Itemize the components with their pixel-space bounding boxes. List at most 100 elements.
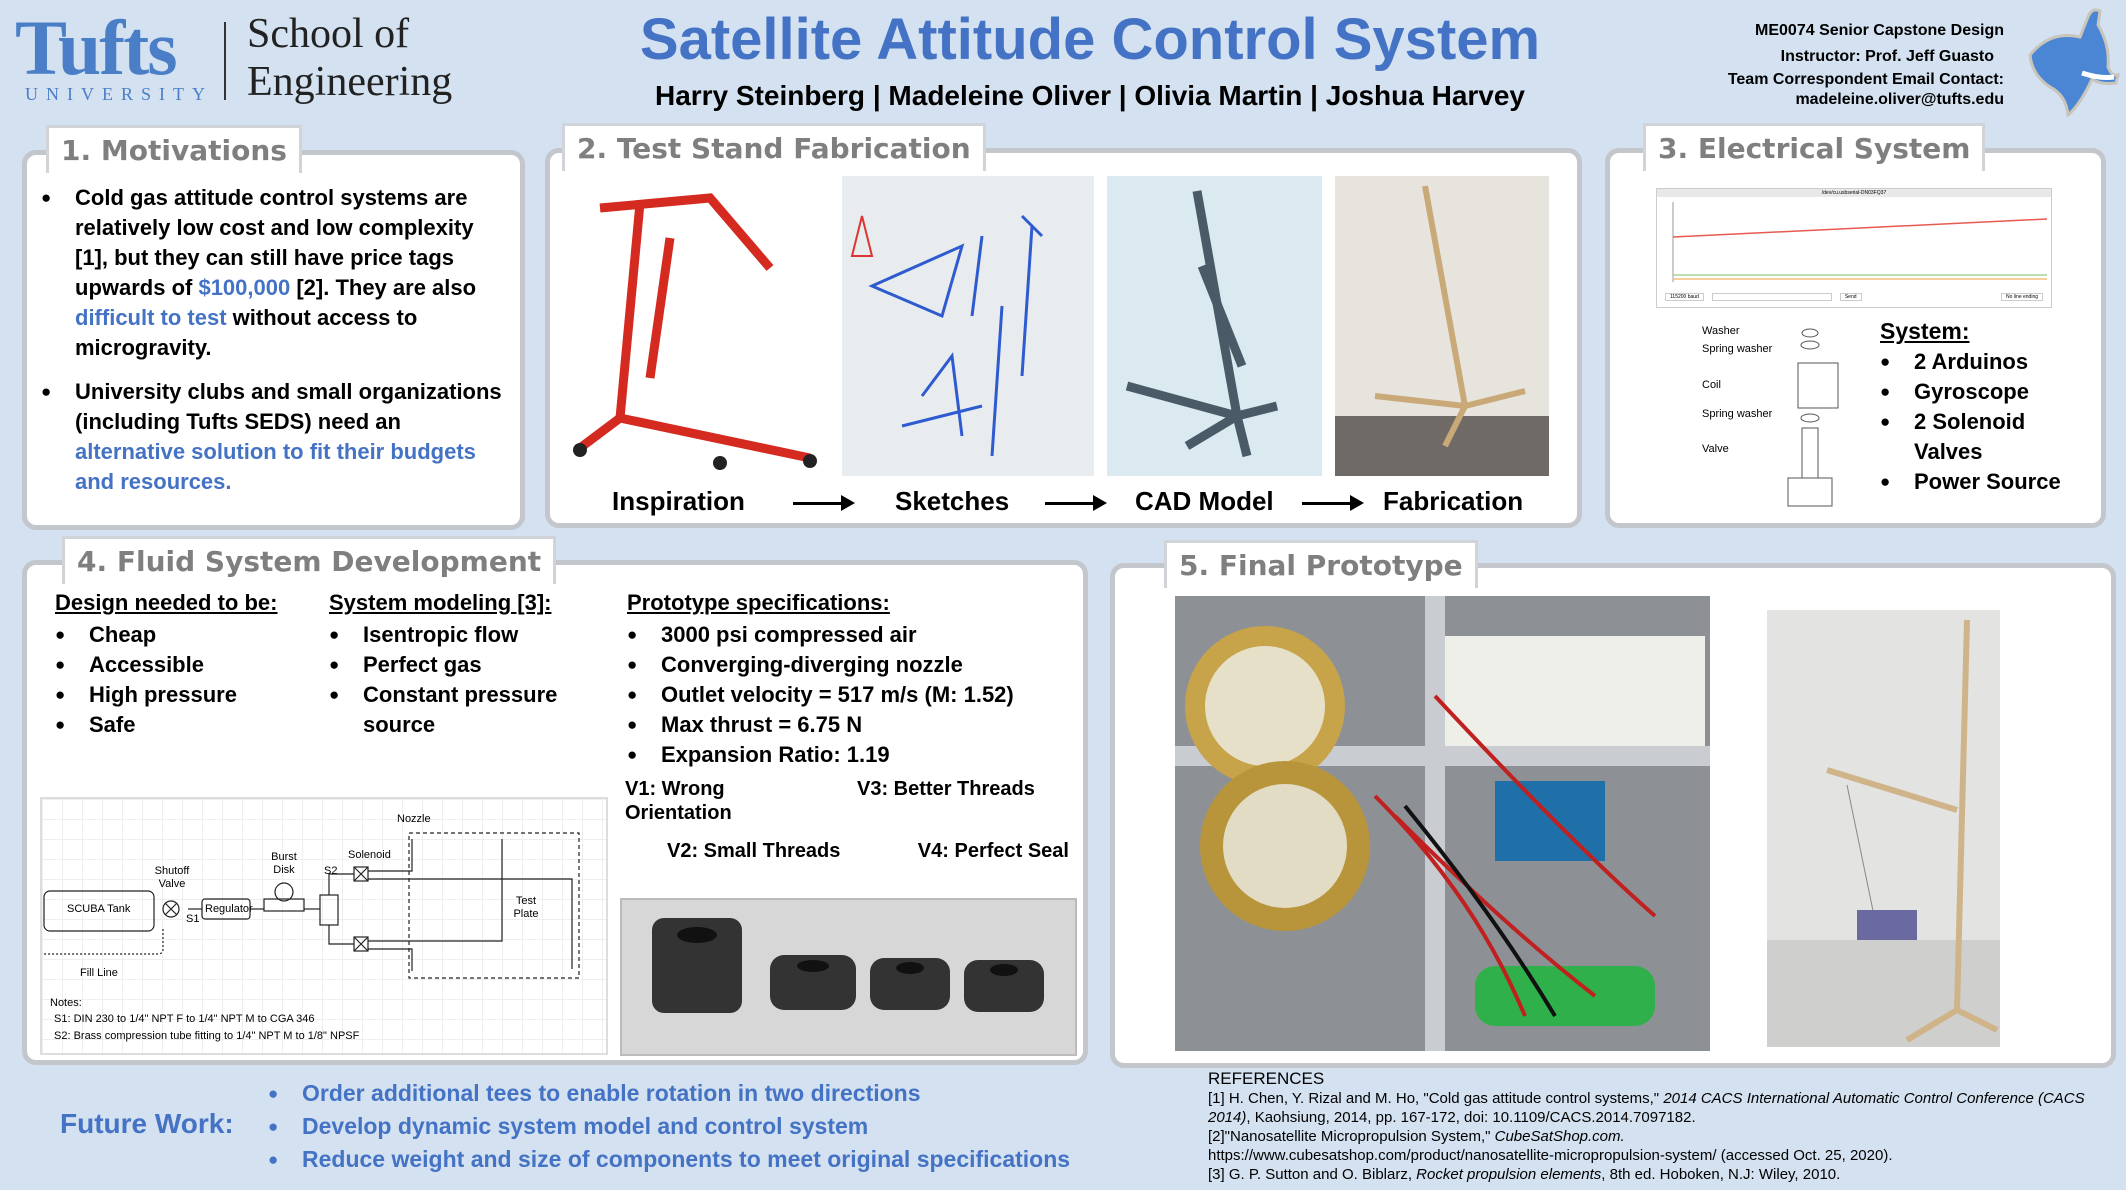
part-label-coil: Coil — [1702, 379, 1721, 391]
version-label-v1: V1: Wrong Orientation — [625, 778, 732, 824]
system-item: Power Source — [1880, 467, 2095, 497]
fluid-system-panel: Design needed to be: CheapAccessibleHigh… — [22, 560, 1088, 1065]
section-title-motivations: 1. Motivations — [46, 125, 302, 173]
spec-item: Expansion Ratio: 1.19 — [627, 740, 1082, 770]
section-title-fluid: 4. Fluid System Development — [62, 536, 557, 584]
part-label-spring-washer-2: Spring washer — [1702, 408, 1773, 420]
schematic-test-plate: Test Plate — [513, 895, 539, 920]
spec-label: Prototype specifications: — [627, 590, 890, 615]
schematic-nozzle: Nozzle — [397, 813, 431, 825]
schematic-note-2: S2: Brass compression tube fitting to 1/… — [54, 1030, 360, 1042]
fluid-schematic: SCUBA Tank Shutoff Valve S1 Regulator Bu… — [40, 797, 608, 1055]
version-label-v2: V2: Small Threads — [667, 840, 841, 862]
step-sketches: Sketches — [895, 486, 1010, 516]
design-label: Design needed to be: — [55, 590, 278, 615]
logo-divider — [224, 22, 226, 100]
send-button[interactable]: Send — [1839, 293, 1862, 301]
step-fabrication: Fabrication — [1383, 486, 1524, 516]
future-item: Develop dynamic system model and control… — [268, 1110, 1193, 1143]
serial-send-input[interactable] — [1711, 293, 1832, 301]
prototype-stand-photo — [1767, 610, 2000, 1047]
baud-select[interactable]: 115200 baud — [1665, 293, 1704, 301]
system-item: 2 Arduinos — [1880, 347, 2095, 377]
spec-item: Outlet velocity = 517 m/s (M: 1.52) — [627, 680, 1082, 710]
engine-hoist-image — [560, 178, 830, 473]
prototype-specs: Prototype specifications: 3000 psi compr… — [627, 590, 1082, 770]
future-work-label: Future Work: — [60, 1108, 234, 1139]
solenoid-valve-diagram: Washer Spring washer Coil Spring washer … — [1700, 323, 1850, 523]
section-title-test-stand: 2. Test Stand Fabrication — [562, 123, 986, 171]
section-title-prototype: 5. Final Prototype — [1164, 540, 1478, 588]
system-label: System: — [1880, 318, 1970, 344]
final-prototype-panel — [1110, 563, 2116, 1068]
reference-3: [3] G. P. Sutton and O. Biblarz, Rocket … — [1208, 1166, 1841, 1183]
schematic-scuba-tank: SCUBA Tank — [67, 903, 131, 915]
poster-title: Satellite Attitude Control System — [639, 7, 1541, 72]
school-line-1: School of — [247, 11, 410, 57]
motivation-point-2: University clubs and small organizations… — [41, 377, 511, 497]
step-cad-model: CAD Model — [1135, 486, 1274, 516]
sketches-image — [842, 176, 1094, 476]
system-item: Gyroscope — [1880, 377, 2095, 407]
course-name: ME0074 Senior Capstone Design — [1755, 22, 2004, 39]
future-item: Order additional tees to enable rotation… — [268, 1077, 1193, 1110]
schematic-regulator: Regulator — [205, 903, 253, 915]
schematic-notes-label: Notes: — [50, 997, 82, 1009]
contact-email[interactable]: madeleine.oliver@tufts.edu — [1795, 91, 2004, 108]
schematic-burst-disk: Burst Disk — [271, 851, 297, 876]
jumbo-elephant-icon — [2028, 8, 2120, 117]
tufts-logo: Tufts UNIVERSITY — [15, 4, 213, 107]
model-label: System modeling [3]: — [329, 590, 552, 615]
schematic-solenoid: Solenoid — [348, 849, 391, 861]
design-item: High pressure — [55, 680, 310, 710]
design-item: Cheap — [55, 620, 310, 650]
motivation-point-1: Cold gas attitude control systems are re… — [41, 183, 511, 363]
test-stand-panel: Inspiration Sketches CAD Model Fabricati… — [545, 148, 1582, 528]
spec-item: Max thrust = 6.75 N — [627, 710, 1082, 740]
future-work-list: Order additional tees to enable rotation… — [268, 1077, 1193, 1176]
schematic-s2: S2 — [324, 865, 338, 877]
system-list: System: 2 Arduinos Gyroscope 2 Solenoid … — [1880, 318, 2095, 497]
design-requirements: Design needed to be: CheapAccessibleHigh… — [55, 590, 310, 740]
version-label-v3: V3: Better Threads — [857, 778, 1035, 800]
design-item: Safe — [55, 710, 310, 740]
part-label-valve: Valve — [1702, 443, 1729, 455]
authors: Harry Steinberg | Madeleine Oliver | Oli… — [654, 80, 1526, 111]
contact-label: Team Correspondent Email Contact: — [1727, 71, 2004, 88]
model-item: Constant pressure source — [329, 680, 599, 740]
logo-word: Tufts — [15, 4, 178, 91]
price-highlight: $100,000 — [198, 275, 291, 300]
line-ending-select[interactable]: No line ending — [2001, 293, 2043, 301]
design-item: Accessible — [55, 650, 310, 680]
spec-item: 3000 psi compressed air — [627, 620, 1082, 650]
difficulty-highlight: difficult to test — [75, 305, 227, 330]
nozzle-versions-photo — [620, 898, 1077, 1056]
electrical-panel: /dev/cu.usbserial-DN03FQ37 115200 baud S… — [1605, 148, 2106, 528]
spec-item: Converging-diverging nozzle — [627, 650, 1082, 680]
schematic-s1: S1 — [186, 913, 200, 925]
part-label-washer: Washer — [1702, 325, 1740, 337]
model-item: Perfect gas — [329, 650, 599, 680]
instructor: Instructor: Prof. Jeff Guasto — [1780, 48, 1994, 65]
reference-1: [1] H. Chen, Y. Rizal and M. Ho, "Cold g… — [1208, 1090, 2085, 1126]
arrow-icon — [1045, 495, 1107, 511]
model-item: Isentropic flow — [329, 620, 599, 650]
section-title-electrical: 3. Electrical System — [1643, 123, 1986, 171]
school-line-2: Engineering — [247, 59, 453, 105]
reference-2-url[interactable]: https://www.cubesatshop.com/product/nano… — [1208, 1147, 1893, 1164]
system-item: 2 Solenoid Valves — [1880, 407, 2095, 467]
motivations-panel: Cold gas attitude control systems are re… — [22, 150, 525, 530]
arrow-icon — [1302, 495, 1364, 511]
arrow-icon — [793, 495, 855, 511]
logo-sub: UNIVERSITY — [25, 84, 213, 104]
schematic-note-1: S1: DIN 230 to 1/4" NPT F to 1/4" NPT M … — [54, 1013, 315, 1025]
reference-2: [2]"Nanosatellite Micropropulsion System… — [1208, 1128, 1625, 1145]
part-label-spring-washer: Spring washer — [1702, 343, 1773, 355]
version-label-v4: V4: Perfect Seal — [917, 840, 1069, 862]
system-modeling: System modeling [3]: Isentropic flowPerf… — [329, 590, 599, 740]
step-inspiration: Inspiration — [612, 486, 745, 516]
schematic-shutoff-valve: Shutoff Valve — [154, 865, 190, 890]
cad-model-image — [1107, 176, 1322, 476]
course-info: ME0074 Senior Capstone Design Instructor… — [1728, 18, 2004, 110]
prototype-electronics-photo — [1175, 596, 1710, 1051]
